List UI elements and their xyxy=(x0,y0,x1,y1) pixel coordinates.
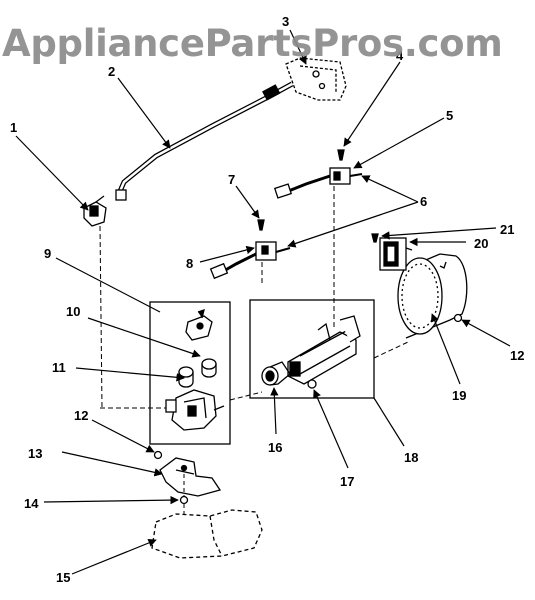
callout-7: 7 xyxy=(228,172,235,187)
callout-4: 4 xyxy=(396,48,404,63)
part-19-shield xyxy=(397,253,468,339)
callout-13: 13 xyxy=(28,446,42,461)
part-13-bracket xyxy=(159,457,222,497)
part-2-tube xyxy=(115,81,294,201)
callout-9: 9 xyxy=(44,246,51,261)
leader-lines xyxy=(15,29,511,575)
callout-2: 2 xyxy=(108,64,115,79)
callout-21: 21 xyxy=(500,222,514,237)
callout-19: 19 xyxy=(452,388,466,403)
callout-5: 5 xyxy=(446,108,453,123)
callout-20: 20 xyxy=(474,236,488,251)
part-8-harness xyxy=(209,241,291,280)
part-18-burner-assembly xyxy=(287,315,361,385)
callout-3: 3 xyxy=(282,14,289,29)
part-12-screw-right xyxy=(453,313,463,323)
part-10-coil xyxy=(201,358,217,378)
part-4-screw xyxy=(337,149,345,161)
part-14-screw xyxy=(179,495,189,505)
callout-12-left: 12 xyxy=(74,408,88,423)
callout-10: 10 xyxy=(66,304,80,319)
part-17-screw xyxy=(307,379,317,389)
callout-16: 16 xyxy=(268,440,282,455)
callout-18: 18 xyxy=(404,450,418,465)
part-20-switch xyxy=(379,237,413,271)
part-15-base xyxy=(151,509,263,559)
callout-1: 1 xyxy=(10,120,17,135)
part-3-bracket xyxy=(285,57,347,101)
callout-labels: 1 2 3 4 5 6 7 8 9 10 11 12 12 13 14 15 1… xyxy=(10,14,524,585)
callout-11: 11 xyxy=(52,360,66,375)
callout-12-right: 12 xyxy=(510,348,524,363)
callout-17: 17 xyxy=(340,474,354,489)
part-11-coil xyxy=(178,366,194,388)
part-7-screw xyxy=(257,219,265,231)
header-fragment: ' ' ' ' ' xyxy=(136,0,224,6)
part-16-igniter xyxy=(261,361,291,386)
part-18-group-box xyxy=(249,299,375,399)
part-5-harness xyxy=(273,167,363,199)
watermark: AppliancePartsPros.com xyxy=(2,22,503,65)
callout-14: 14 xyxy=(24,496,39,511)
part-9-valve-assembly xyxy=(165,309,225,431)
part-12-screw-left xyxy=(153,450,163,460)
callout-15: 15 xyxy=(56,570,70,585)
callout-8: 8 xyxy=(186,256,193,271)
part-21-screw xyxy=(371,233,379,243)
callout-6: 6 xyxy=(420,194,427,209)
part-1-fitting xyxy=(83,195,107,227)
part-9-group-box xyxy=(149,301,231,445)
